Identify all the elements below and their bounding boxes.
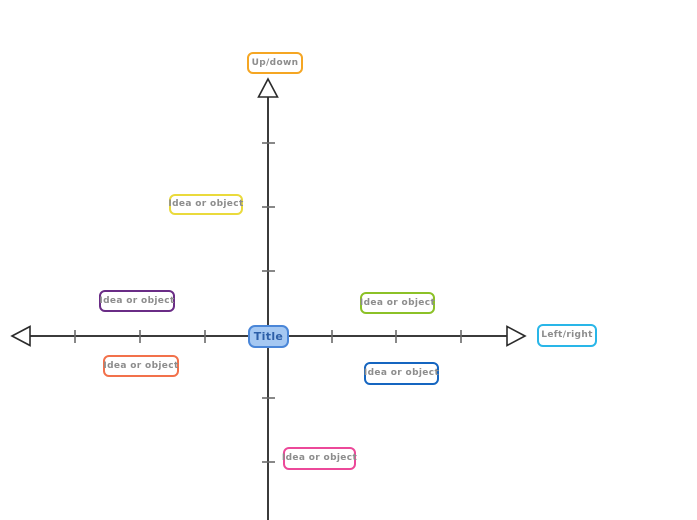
idea-node-lower-right[interactable]: Idea or object [364,362,439,385]
idea-node-left[interactable]: Idea or object [99,290,175,312]
vertical-axis-ticks [262,142,275,463]
vertical-axis-arrowhead-icon [257,77,279,98]
idea-node-upper-left[interactable]: Idea or object [168,194,243,215]
horizontal-axis-label[interactable]: Left/right [537,324,597,347]
horizontal-axis-arrowhead-left-icon [10,325,31,347]
center-title-node[interactable]: Title [248,325,289,348]
horizontal-axis-ticks [74,330,462,343]
idea-node-bottom[interactable]: Idea or object [282,447,357,470]
vertical-axis-label[interactable]: Up/down [247,52,303,74]
idea-node-lower-left[interactable]: Idea or object [103,355,179,377]
idea-node-right[interactable]: Idea or object [360,292,435,314]
horizontal-axis-arrowhead-right-icon [506,325,527,347]
